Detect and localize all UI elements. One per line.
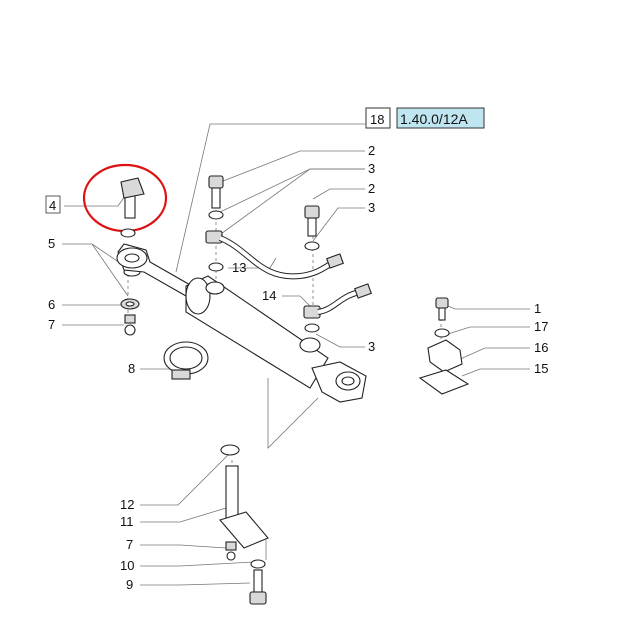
part-11-pin[interactable] (219, 465, 269, 549)
callout-12[interactable]: 12 (120, 497, 134, 512)
callout-13[interactable]: 13 (232, 260, 246, 275)
callout-6[interactable]: 6 (48, 297, 55, 312)
part-13-hose[interactable] (218, 235, 344, 280)
callout-7[interactable]: 7 (126, 537, 133, 552)
callout-8[interactable]: 8 (128, 361, 135, 376)
part-6-clip[interactable] (120, 298, 140, 310)
part-9-bolt[interactable] (249, 569, 267, 605)
callout-3[interactable]: 3 (368, 200, 375, 215)
part-1-bolt[interactable] (435, 297, 449, 321)
hose-fitting-a[interactable] (205, 230, 223, 244)
callout-4[interactable]: 4 (49, 198, 56, 213)
part-2-bolt-b[interactable] (304, 205, 320, 237)
part-12-washer[interactable] (220, 444, 240, 456)
callout-15[interactable]: 15 (534, 361, 548, 376)
callout-16[interactable]: 16 (534, 340, 548, 355)
cylinder[interactable] (116, 243, 367, 403)
part-3-washer-a[interactable] (208, 210, 224, 220)
part-3-washer-c[interactable] (304, 241, 320, 251)
part-7-grease-nipple-b[interactable] (225, 541, 237, 561)
callout-3[interactable]: 3 (368, 339, 375, 354)
part-10-washer[interactable] (250, 559, 266, 569)
ref-number-box (365, 107, 391, 129)
part-14-hose[interactable] (303, 283, 372, 319)
callout-5[interactable]: 5 (48, 236, 55, 251)
callout-labels: 4 5 6 7 8 2 3 2 3 13 14 3 1 17 16 15 12 … (45, 143, 548, 592)
part-3-washer-d[interactable] (304, 323, 320, 333)
part-16-bracket[interactable] (427, 339, 463, 373)
catalog-code: 1.40.0/12A (400, 111, 468, 127)
part-4-plug[interactable] (120, 177, 145, 219)
callout-9[interactable]: 9 (126, 577, 133, 592)
callout-3[interactable]: 3 (368, 161, 375, 176)
leader-lines (62, 123, 530, 586)
part-17-washer[interactable] (434, 328, 450, 338)
callout-1[interactable]: 1 (534, 301, 541, 316)
part-8-clamp[interactable] (163, 341, 209, 380)
callout-7[interactable]: 7 (48, 317, 55, 332)
callout-2[interactable]: 2 (368, 143, 375, 158)
callout-14[interactable]: 14 (262, 288, 276, 303)
part-7-grease-nipple[interactable] (124, 314, 136, 336)
callout-4-box (45, 195, 61, 214)
part-3-washer-b[interactable] (208, 262, 224, 272)
callout-17[interactable]: 17 (534, 319, 548, 334)
callout-10[interactable]: 10 (120, 558, 134, 573)
callout-2[interactable]: 2 (368, 181, 375, 196)
callout-11[interactable]: 11 (120, 514, 134, 529)
part-15-plate[interactable] (418, 369, 470, 395)
ref-number: 18 (370, 112, 384, 127)
part-2-bolt-a[interactable] (208, 175, 224, 209)
code-box[interactable] (396, 107, 485, 129)
